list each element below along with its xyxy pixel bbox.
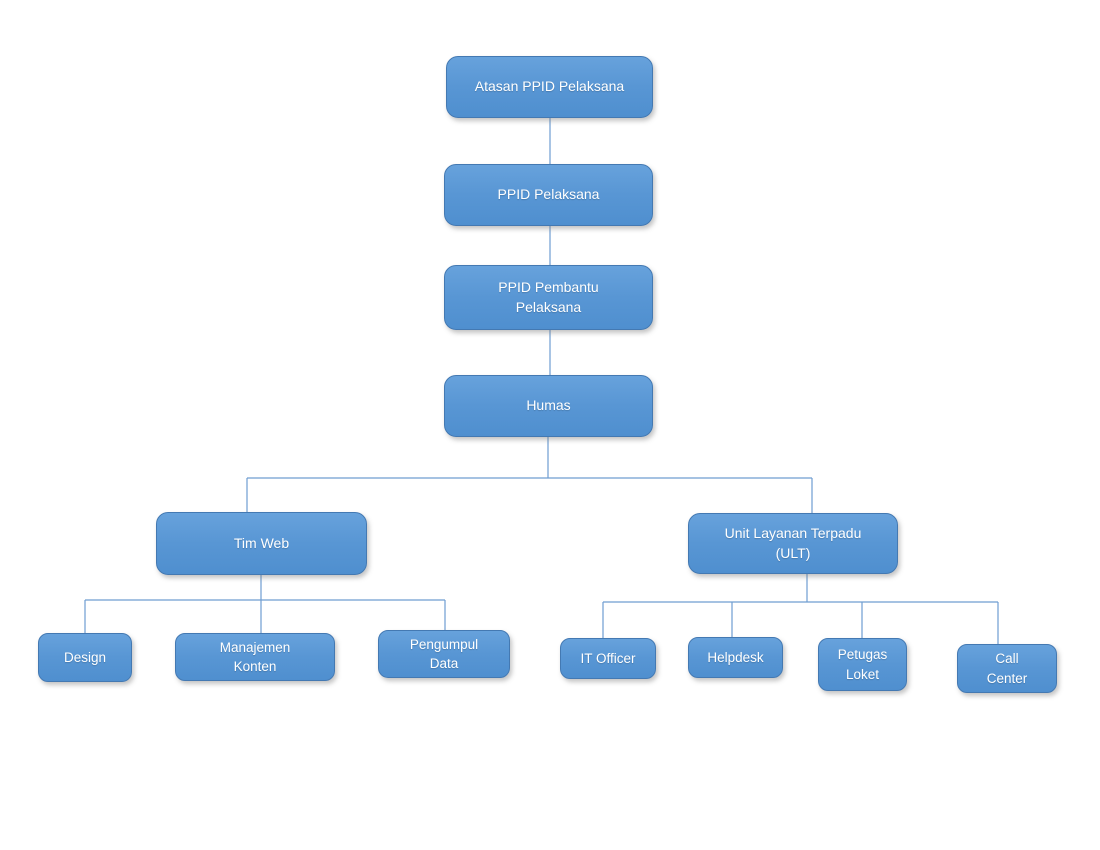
connector-humas-branch [246,477,813,513]
node-label-tim-web: Tim Web [233,534,290,551]
node-label-call-center: Call Center [986,651,1028,686]
node-ppid-pelaksana: PPID Pelaksana [444,164,653,226]
connector-spine [547,118,551,478]
node-label-manajemen-konten: Manajemen Konten [219,639,291,674]
node-petugas-loket: Petugas Loket [818,638,907,691]
node-call-center: Call Center [957,644,1057,693]
node-label-atasan-ppid-pelaksana: Atasan PPID Pelaksana [474,78,625,95]
node-label-petugas-loket: Petugas Loket [837,647,888,682]
node-design: Design [38,633,132,682]
node-humas: Humas [444,375,653,437]
node-ppid-pembantu-pelaksana: PPID Pembantu Pelaksana [444,265,653,330]
node-label-ppid-pelaksana: PPID Pelaksana [497,186,600,203]
connector-ult-children [602,574,999,644]
node-pengumpul-data: Pengumpul Data [378,630,510,678]
node-label-humas: Humas [526,397,571,414]
node-label-helpdesk: Helpdesk [707,649,764,665]
node-label-ppid-pembantu-pelaksana: PPID Pembantu Pelaksana [498,278,599,315]
node-it-officer: IT Officer [560,638,656,679]
connector-timweb-children [84,575,446,633]
node-tim-web: Tim Web [156,512,367,575]
node-label-design: Design [63,649,107,665]
node-label-it-officer: IT Officer [580,650,636,666]
node-manajemen-konten: Manajemen Konten [175,633,335,681]
node-label-unit-layanan-terpadu: Unit Layanan Terpadu (ULT) [724,524,862,561]
node-unit-layanan-terpadu: Unit Layanan Terpadu (ULT) [688,513,898,574]
node-helpdesk: Helpdesk [688,637,783,678]
node-label-pengumpul-data: Pengumpul Data [409,636,479,671]
node-atasan-ppid-pelaksana: Atasan PPID Pelaksana [446,56,653,118]
